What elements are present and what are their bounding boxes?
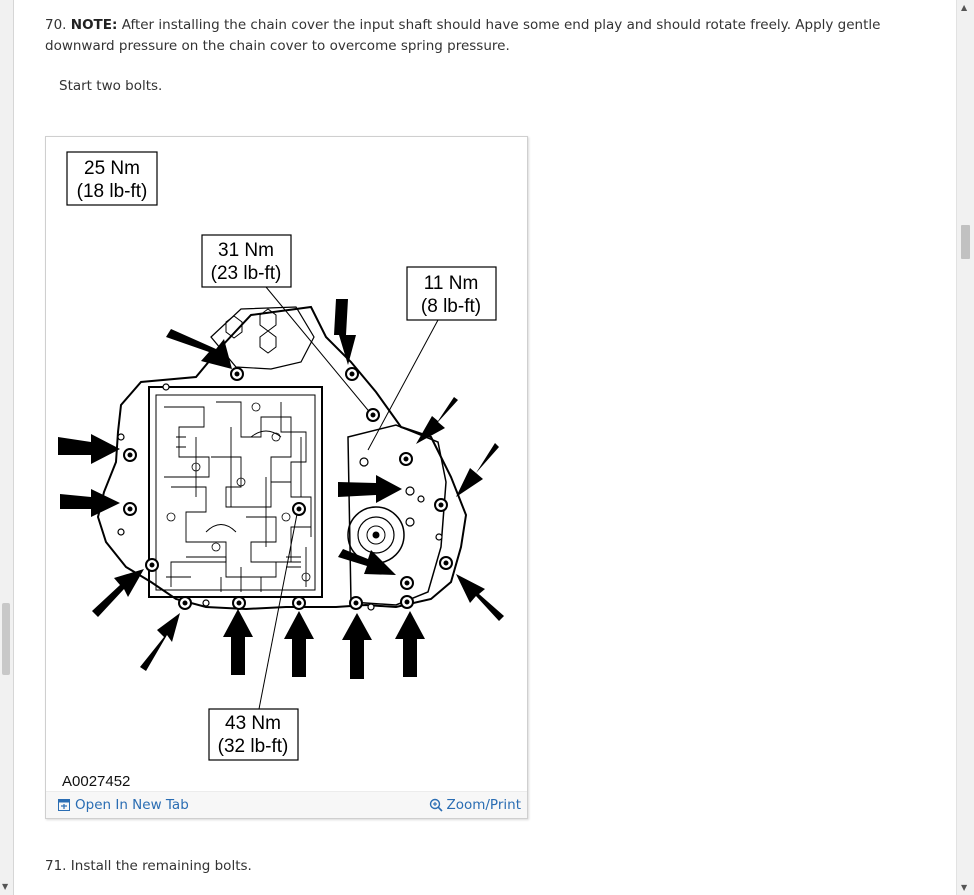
zoom-in-icon: [430, 798, 444, 812]
step-70-body: After installing the chain cover the inp…: [45, 17, 881, 54]
torque-label-31nm: 31 Nm (23 lb-ft): [201, 234, 292, 288]
figure-footer: Open In New Tab Zoom/Print: [46, 791, 527, 818]
torque-label-43nm-line1: 43 Nm: [225, 713, 281, 734]
step-70-text: 70. NOTE: After installing the chain cov…: [45, 15, 945, 57]
torque-label-31nm-line2: (23 lb-ft): [211, 263, 282, 284]
valve-body-passages: [164, 401, 312, 592]
scroll-down-icon[interactable]: ▼: [961, 883, 968, 892]
torque-label-25nm-line1: 25 Nm: [84, 158, 140, 179]
open-in-new-tab-icon: [58, 799, 70, 811]
open-in-new-tab-label: Open In New Tab: [75, 797, 189, 813]
figure-container: 25 Nm (18 lb-ft) 31 Nm (23 lb-ft) 11 Nm …: [45, 136, 528, 819]
step-71-text: 71. Install the remaining bolts.: [45, 858, 252, 874]
page-scrollbar[interactable]: ▲ ▼: [956, 0, 974, 895]
step-70-note-label: NOTE:: [70, 17, 118, 33]
valve-body-openings: [166, 402, 311, 582]
torque-label-43nm-line2: (32 lb-ft): [218, 736, 289, 757]
torque-label-25nm: 25 Nm (18 lb-ft): [66, 151, 158, 206]
step-71-body: Install the remaining bolts.: [70, 858, 252, 874]
step-70-number: 70.: [45, 17, 67, 33]
zoom-print-label: Zoom/Print: [446, 797, 521, 813]
step-70-substep: Start two bolts.: [59, 78, 163, 94]
left-scroll-down-icon[interactable]: ▼: [2, 882, 9, 891]
torque-label-31nm-line1: 31 Nm: [218, 240, 274, 261]
transmission-diagram[interactable]: 25 Nm (18 lb-ft) 31 Nm (23 lb-ft) 11 Nm …: [46, 137, 527, 787]
torque-label-11nm-line2: (8 lb-ft): [421, 296, 481, 317]
page-scrollbar-thumb[interactable]: [961, 225, 970, 259]
bolt-arrows: [58, 299, 504, 679]
torque-label-11nm: 11 Nm (8 lb-ft): [406, 266, 497, 321]
torque-label-25nm-line2: (18 lb-ft): [77, 181, 148, 202]
scroll-up-icon[interactable]: ▲: [961, 3, 968, 12]
bolt-markers: [117, 367, 453, 611]
open-in-new-tab-link[interactable]: Open In New Tab: [58, 797, 189, 813]
zoom-print-link[interactable]: Zoom/Print: [429, 797, 521, 813]
torque-label-43nm: 43 Nm (32 lb-ft): [208, 708, 299, 761]
left-scrollbar-thumb[interactable]: [2, 603, 10, 675]
figure-id: A0027452: [62, 773, 131, 790]
step-71-number: 71.: [45, 858, 67, 874]
torque-label-11nm-line1: 11 Nm: [424, 273, 479, 294]
left-scrollbar[interactable]: ▼: [0, 0, 14, 895]
